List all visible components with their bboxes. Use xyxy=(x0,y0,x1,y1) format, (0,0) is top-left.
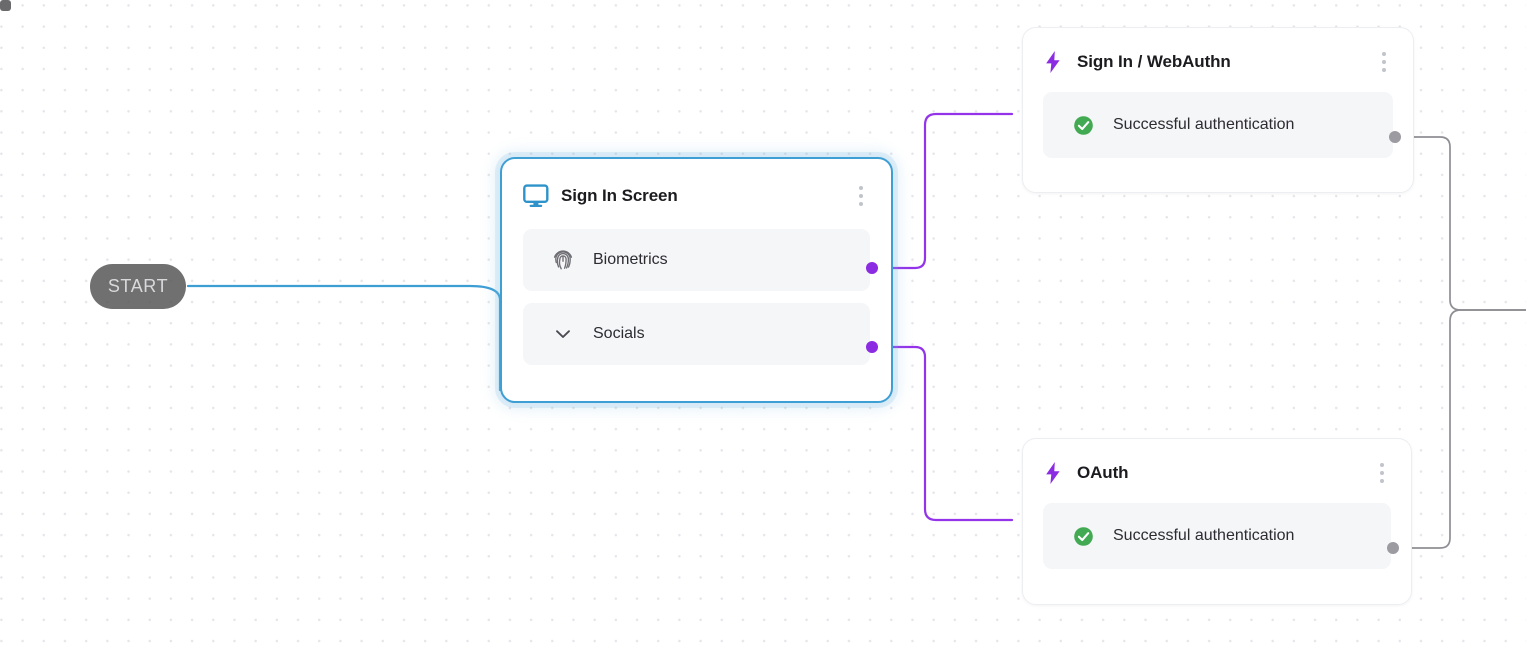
node-header: Sign In / WebAuthn xyxy=(1043,40,1393,84)
output-handle-biometrics[interactable] xyxy=(866,262,878,274)
node-title: OAuth xyxy=(1077,463,1129,482)
node-title: Sign In Screen xyxy=(561,186,678,205)
check-circle-icon xyxy=(1073,115,1094,136)
row-socials[interactable]: Socials xyxy=(523,303,870,365)
node-header: Sign In Screen xyxy=(523,173,870,219)
kebab-menu-icon[interactable] xyxy=(852,185,870,207)
kebab-menu-icon[interactable] xyxy=(1375,51,1393,73)
row-successful-authentication[interactable]: Successful authentication xyxy=(1043,503,1391,569)
output-handle-webauthn-success[interactable] xyxy=(1389,131,1401,143)
edge-start-to-signin xyxy=(186,284,502,392)
row-biometrics[interactable]: Biometrics xyxy=(523,229,870,291)
edge-biometrics-to-webauthn xyxy=(876,112,1014,270)
edge-socials-to-oauth xyxy=(876,345,1014,522)
fingerprint-icon xyxy=(553,249,573,271)
row-label: Biometrics xyxy=(593,251,668,268)
node-oauth[interactable]: OAuth Successful authentication xyxy=(1022,438,1412,605)
row-label: Socials xyxy=(593,325,645,342)
output-handle-socials[interactable] xyxy=(866,341,878,353)
node-header: OAuth xyxy=(1043,451,1391,495)
lightning-bolt-icon xyxy=(1043,50,1063,74)
start-node[interactable]: START xyxy=(90,264,186,309)
node-title: Sign In / WebAuthn xyxy=(1077,52,1231,71)
edge-webauthn-to-right xyxy=(1398,136,1526,311)
row-successful-authentication[interactable]: Successful authentication xyxy=(1043,92,1393,158)
lightning-bolt-icon xyxy=(1043,461,1063,485)
node-sign-in-screen[interactable]: Sign In Screen Biometrics Socials xyxy=(500,157,893,403)
node-sign-in-webauthn[interactable]: Sign In / WebAuthn Successful authentica… xyxy=(1022,27,1414,193)
monitor-icon xyxy=(523,184,549,208)
kebab-menu-icon[interactable] xyxy=(1373,462,1391,484)
chevron-down-icon[interactable] xyxy=(553,324,573,344)
check-circle-icon xyxy=(1073,526,1094,547)
row-label: Successful authentication xyxy=(1113,527,1295,544)
row-label: Successful authentication xyxy=(1113,116,1295,133)
start-node-label: START xyxy=(107,276,169,296)
start-node-output-handle[interactable] xyxy=(0,0,11,11)
edge-oauth-to-right xyxy=(1396,309,1526,549)
output-handle-oauth-success[interactable] xyxy=(1387,542,1399,554)
